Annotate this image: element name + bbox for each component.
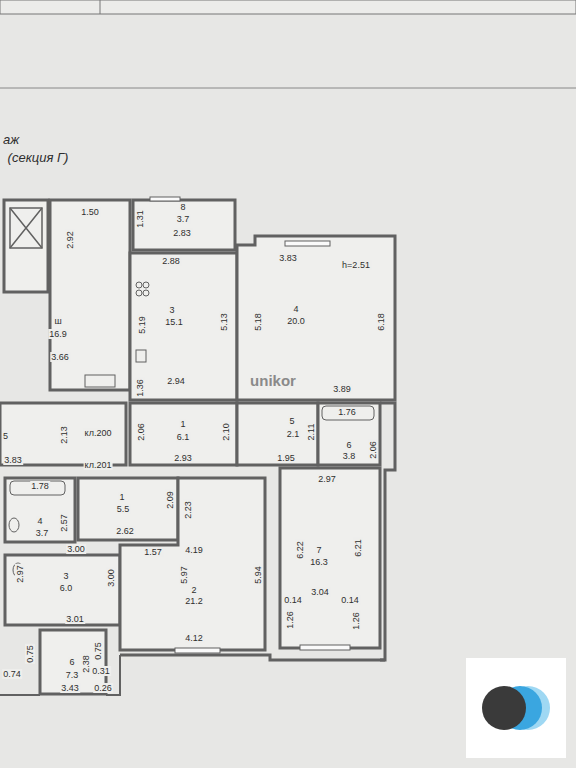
plan-label: 2.10 — [221, 422, 231, 442]
plan-label: 3.8 — [342, 451, 357, 461]
plan-label: 6.18 — [376, 312, 386, 332]
plan-label: 2.11 — [306, 423, 316, 442]
plan-label: 0.31 — [91, 666, 111, 676]
plan-label: 5 — [2, 431, 9, 441]
plan-label: 3 — [168, 305, 175, 315]
plan-label: 2.57 — [59, 513, 69, 533]
plan-label: 5.94 — [253, 565, 263, 585]
plan-label: 2.92 — [65, 230, 75, 250]
plan-label: 1.26 — [285, 610, 295, 630]
plan-label: 16.3 — [309, 557, 329, 567]
plan-label: 1.78 — [30, 481, 50, 491]
plan-label: 7 — [315, 545, 322, 555]
plan-label: 1.76 — [337, 407, 357, 417]
plan-label: 3.04 — [310, 587, 330, 597]
plan-label: 5.19 — [137, 315, 147, 335]
plan-label: 4.12 — [184, 633, 204, 643]
plan-label: 2.1 — [286, 429, 301, 439]
plan-label: 4 — [292, 304, 299, 314]
plan-label: 6.0 — [59, 583, 74, 593]
plan-label: 6 — [68, 657, 75, 667]
plan-label: 2.06 — [368, 440, 378, 460]
plan-label: 2.06 — [136, 422, 146, 442]
plan-label: 2.09 — [165, 490, 175, 510]
plan-label: 5.18 — [253, 312, 263, 332]
plan-label: 1 — [118, 492, 125, 502]
plan-label: 6 — [345, 440, 352, 450]
plan-label: кл.201 — [84, 460, 113, 470]
plan-label: 3.7 — [35, 528, 50, 538]
plan-label: 3.89 — [332, 384, 352, 394]
plan-label: 16.9 — [48, 329, 68, 339]
plan-label: 3.43 — [60, 683, 80, 693]
plan-label: 4.19 — [184, 545, 204, 555]
plan-label: 0.74 — [2, 669, 22, 679]
plan-label: 3 — [62, 571, 69, 581]
plan-label: 3.00 — [106, 568, 116, 588]
plan-label: 2.97 — [15, 564, 25, 584]
plan-label: 5.13 — [219, 312, 229, 332]
watermark: unikor — [249, 373, 297, 389]
plan-label: 1.36 — [135, 378, 145, 398]
plan-label: ш — [53, 316, 62, 326]
plan-label: 4 — [36, 516, 43, 526]
plan-label: 0.75 — [25, 644, 35, 664]
plan-label: 0.14 — [283, 595, 303, 605]
plan-label: 2.93 — [173, 453, 193, 463]
plan-label: 2.23 — [183, 500, 193, 520]
plan-title: аж — [2, 133, 20, 147]
plan-label: 2.38 — [81, 654, 91, 674]
plan-label: 2.94 — [166, 376, 186, 386]
plan-label: h=2.51 — [341, 260, 371, 270]
plan-label: 2.13 — [59, 425, 69, 445]
plan-label: 5.5 — [116, 504, 131, 514]
plan-label: 1.95 — [276, 453, 296, 463]
plan-label: 1 — [179, 419, 186, 429]
plan-label: 1.26 — [351, 611, 361, 631]
plan-label: кл.200 — [84, 428, 113, 438]
plan-label: 2.88 — [161, 256, 181, 266]
plan-label: 3.66 — [50, 352, 70, 362]
plan-label: 21.2 — [184, 596, 204, 606]
plan-label: 5 — [288, 416, 295, 426]
plan-label: 3.83 — [3, 455, 23, 465]
plan-label: 3.83 — [278, 253, 298, 263]
plan-label: 20.0 — [286, 316, 306, 326]
plan-label: 2.97 — [317, 474, 337, 484]
plan-label: 1.31 — [135, 209, 145, 229]
plan-title: (секция Г) — [7, 151, 70, 165]
plan-label: 15.1 — [164, 317, 184, 327]
plan-label: 6.22 — [295, 540, 305, 560]
plan-label: 8 — [179, 202, 186, 212]
plan-label: 0.75 — [93, 641, 103, 661]
plan-label: 1.57 — [143, 547, 163, 557]
plan-label: 2.83 — [172, 228, 192, 238]
plan-label: 3.00 — [66, 544, 86, 554]
plan-label: 0.26 — [93, 683, 113, 693]
plan-label: 6.21 — [353, 538, 363, 558]
plan-label: 5.97 — [179, 565, 189, 585]
plan-label: 7.3 — [65, 670, 80, 680]
plan-label: 0.14 — [340, 595, 360, 605]
plan-label: 6.1 — [176, 432, 191, 442]
plan-label: 2.62 — [115, 526, 135, 536]
plan-label: 3.01 — [65, 614, 85, 624]
plan-label: 1.50 — [80, 207, 100, 217]
plan-label: 3.7 — [176, 214, 191, 224]
plan-label: 2 — [190, 585, 197, 595]
